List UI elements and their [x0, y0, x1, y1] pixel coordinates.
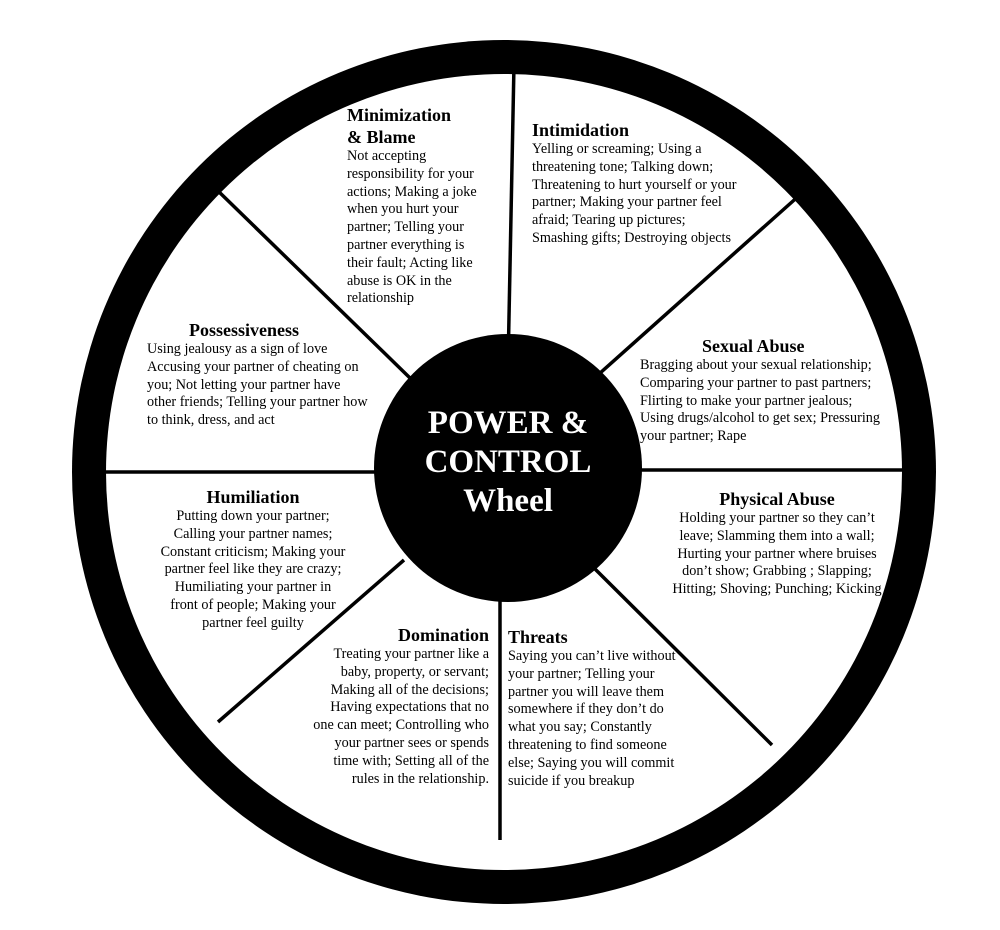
sector-title: Domination — [397, 625, 489, 645]
sector-description: Holding your partner so they can’t leave… — [672, 510, 882, 598]
sector-domination: Domination Treating your partner like a … — [308, 624, 489, 788]
sector-description: Using jealousy as a sign of love Accusin… — [147, 341, 368, 429]
sector-humiliation: Humiliation Putting down your partner; C… — [160, 486, 346, 633]
sector-title-line-2: & Blame — [347, 127, 416, 147]
sector-possessiveness: Possessiveness Using jealousy as a sign … — [147, 319, 369, 430]
hub-title-line-2: CONTROL — [424, 444, 592, 480]
hub-title-line-3: Wheel — [463, 483, 553, 519]
sector-physical-abuse: Physical Abuse Holding your partner so t… — [668, 488, 886, 599]
sector-description: Treating your partner like a baby, prope… — [313, 646, 489, 787]
sector-description: Saying you can’t live without your partn… — [508, 648, 676, 789]
spoke-top — [506, 63, 516, 369]
sector-description: Not accepting responsibility for your ac… — [347, 148, 477, 307]
spoke-bottom-left — [216, 558, 406, 724]
sector-title: Humiliation — [206, 487, 300, 507]
wheel-spokes — [106, 63, 902, 840]
spoke-top-right — [588, 191, 804, 384]
sector-title: Intimidation — [532, 120, 630, 140]
sector-description: Yelling or screaming; Using a threatenin… — [532, 141, 737, 246]
sector-minimization-blame: Minimization & Blame Not accepting respo… — [347, 104, 499, 308]
sector-intimidation: Intimidation Yelling or screaming; Using… — [532, 119, 742, 248]
sector-description: Bragging about your sexual relationship;… — [640, 357, 880, 445]
spoke-top-left — [213, 186, 412, 380]
sector-title: Threats — [508, 627, 568, 647]
hub-title: POWER & CONTROL Wheel — [376, 404, 640, 521]
hub-title-line-1: POWER & — [427, 405, 589, 441]
sector-title-line-1: Minimization — [347, 105, 451, 125]
sector-title: Sexual Abuse — [702, 336, 805, 356]
sector-title: Physical Abuse — [719, 489, 835, 509]
sector-sexual-abuse: Sexual Abuse Bragging about your sexual … — [640, 335, 888, 446]
sector-description: Putting down your partner; Calling your … — [160, 508, 346, 631]
spoke-bottom-right — [590, 564, 774, 747]
sector-threats: Threats Saying you can’t live without yo… — [508, 626, 692, 790]
wheel-hub — [374, 334, 642, 602]
sector-title: Possessiveness — [189, 320, 300, 340]
